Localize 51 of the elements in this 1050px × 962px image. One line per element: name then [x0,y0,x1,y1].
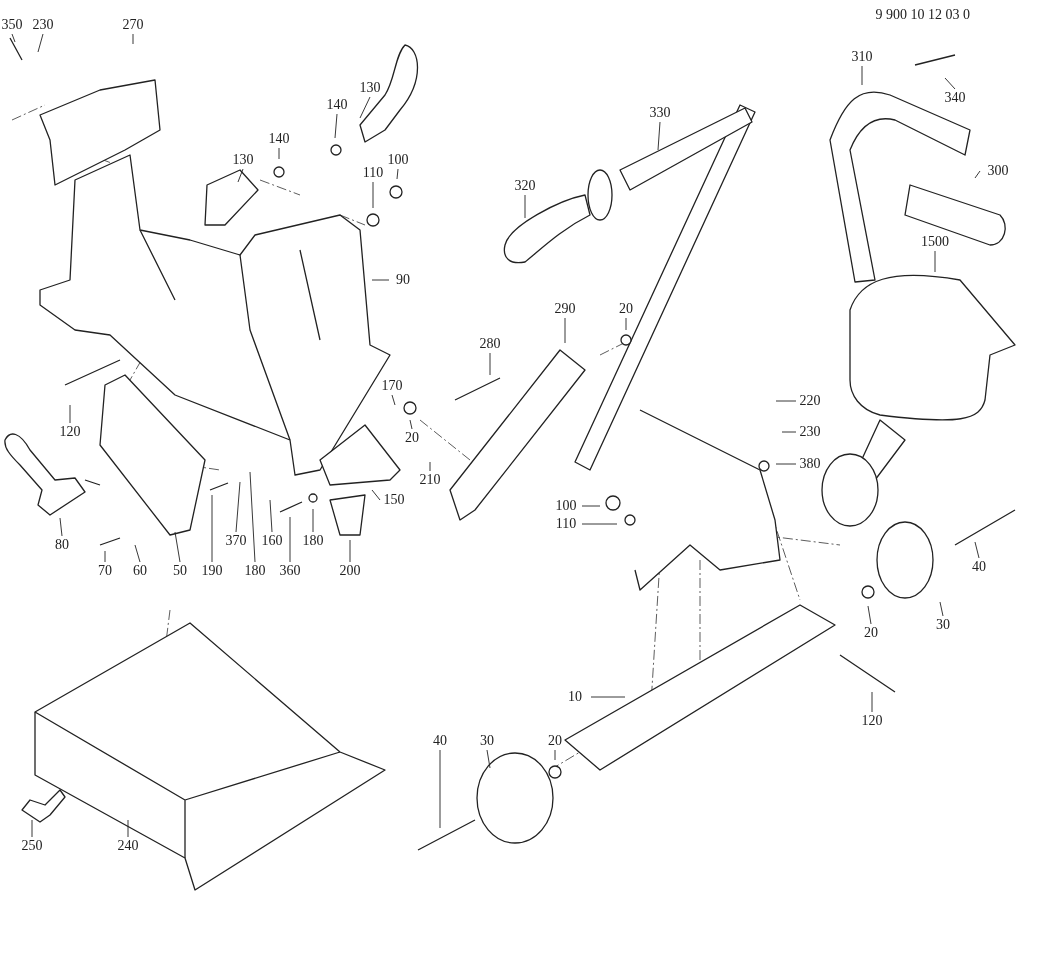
leader-line [781,431,797,433]
leader-line [486,749,491,769]
leader-line [132,33,134,45]
leader-line [391,394,396,406]
leader-line [237,168,244,183]
leader-line [349,539,351,563]
leader-line [939,601,944,617]
leader-line [944,77,956,90]
leader-line [278,147,280,160]
leader-line [871,691,873,713]
leader-line [334,113,338,139]
leader-line [590,696,626,698]
leader-line [269,499,273,533]
leader-line [235,481,241,533]
leader-line [174,531,181,563]
leader-line [409,419,413,430]
leader-line [289,516,291,563]
leader-line [396,168,399,180]
leader-line [312,508,314,533]
leader-line [554,749,556,761]
leader-line [657,121,661,151]
leader-line [581,505,601,507]
leader-line [861,65,863,86]
leader-line [775,463,797,465]
leader-line [211,494,213,563]
leader-line [429,461,431,472]
leader-line [69,404,71,424]
leader-line [974,541,980,559]
leader-line [934,250,936,273]
leader-line [625,317,627,331]
leader-line [867,605,872,625]
leader-line [524,194,526,219]
leader-line [31,819,33,838]
leader-line [104,550,106,563]
drawing-number: 9 900 10 12 03 0 [875,6,970,24]
leader-line [359,96,371,119]
leader-line [371,279,390,281]
leader-line [974,170,981,179]
leader-line [249,471,256,563]
leader-line [372,181,374,209]
leader-line [11,33,16,43]
leader-line [489,352,491,376]
leader-line [59,517,63,537]
leader-line [564,317,566,344]
leader-line [775,400,797,402]
leader-line [581,523,618,525]
leader-line [134,544,141,563]
leader-line [439,749,441,829]
leader-line [371,489,381,501]
leader-line [127,819,129,838]
leader-line [37,33,44,53]
